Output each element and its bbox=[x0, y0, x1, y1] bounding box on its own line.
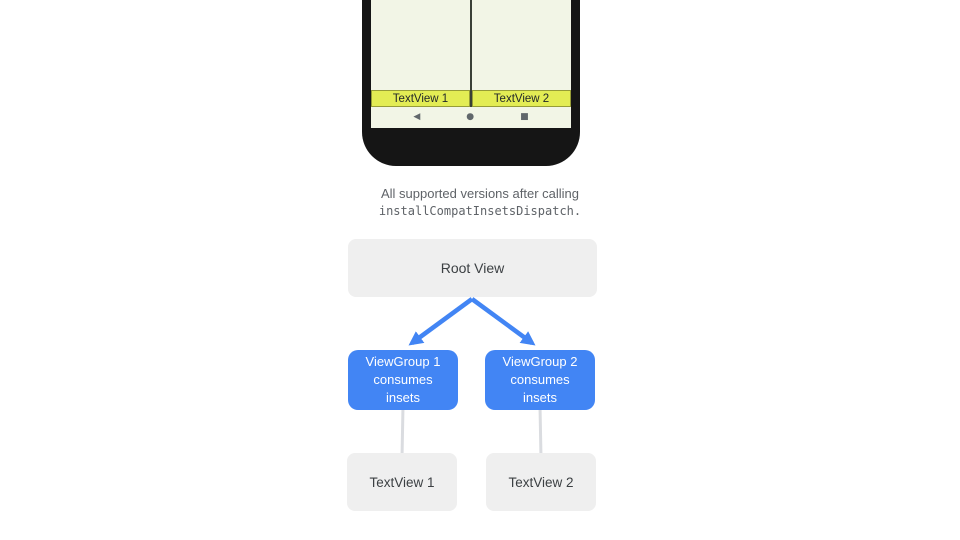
node-textview-2-label: TextView 2 bbox=[508, 474, 574, 490]
node-viewgroup-2-line1: ViewGroup 2 bbox=[502, 354, 578, 370]
node-viewgroup-2-line2: consumes bbox=[510, 372, 570, 388]
node-textview-1-label: TextView 1 bbox=[369, 474, 435, 490]
node-root-view: Root View bbox=[348, 239, 597, 297]
node-viewgroup-2: ViewGroup 2 consumes insets bbox=[485, 350, 595, 410]
back-icon: ◀ bbox=[413, 112, 421, 122]
caption-code: installCompatInsetsDispatch bbox=[378, 204, 574, 218]
node-textview-1: TextView 1 bbox=[347, 453, 457, 511]
connector-vg2-tv2 bbox=[538, 405, 543, 459]
screen-divider bbox=[470, 0, 472, 107]
phone-textview-1-label: TextView 1 bbox=[392, 92, 449, 105]
arrow-root-vg2 bbox=[470, 297, 536, 346]
home-icon: ● bbox=[466, 112, 475, 122]
connector-vg1-tv1 bbox=[400, 405, 405, 459]
node-viewgroup-1: ViewGroup 1 consumes insets bbox=[348, 350, 458, 410]
phone-textview-1: TextView 1 bbox=[371, 90, 470, 107]
caption-code-line: installCompatInsetsDispatch. bbox=[0, 204, 960, 218]
caption: All supported versions after calling ins… bbox=[0, 186, 960, 218]
phone-mockup: TextView 1 TextView 2 ◀ ● ■ bbox=[362, 0, 580, 166]
node-viewgroup-1-line2: consumes bbox=[373, 372, 433, 388]
node-textview-2: TextView 2 bbox=[486, 453, 596, 511]
caption-period: . bbox=[573, 204, 582, 218]
phone-nav-bar: ◀ ● ■ bbox=[371, 109, 571, 126]
recents-icon: ■ bbox=[520, 112, 529, 122]
node-viewgroup-1-line1: ViewGroup 1 bbox=[365, 354, 441, 370]
node-viewgroup-1-line3: insets bbox=[386, 389, 420, 405]
phone-textview-2: TextView 2 bbox=[472, 90, 571, 107]
phone-textview-2-label: TextView 2 bbox=[493, 92, 550, 105]
node-viewgroup-2-line3: insets bbox=[523, 389, 557, 405]
caption-text: All supported versions after calling bbox=[381, 186, 579, 201]
arrow-root-vg1 bbox=[408, 297, 474, 346]
phone-screen: TextView 1 TextView 2 ◀ ● ■ bbox=[371, 0, 571, 128]
node-root-view-label: Root View bbox=[440, 260, 505, 276]
